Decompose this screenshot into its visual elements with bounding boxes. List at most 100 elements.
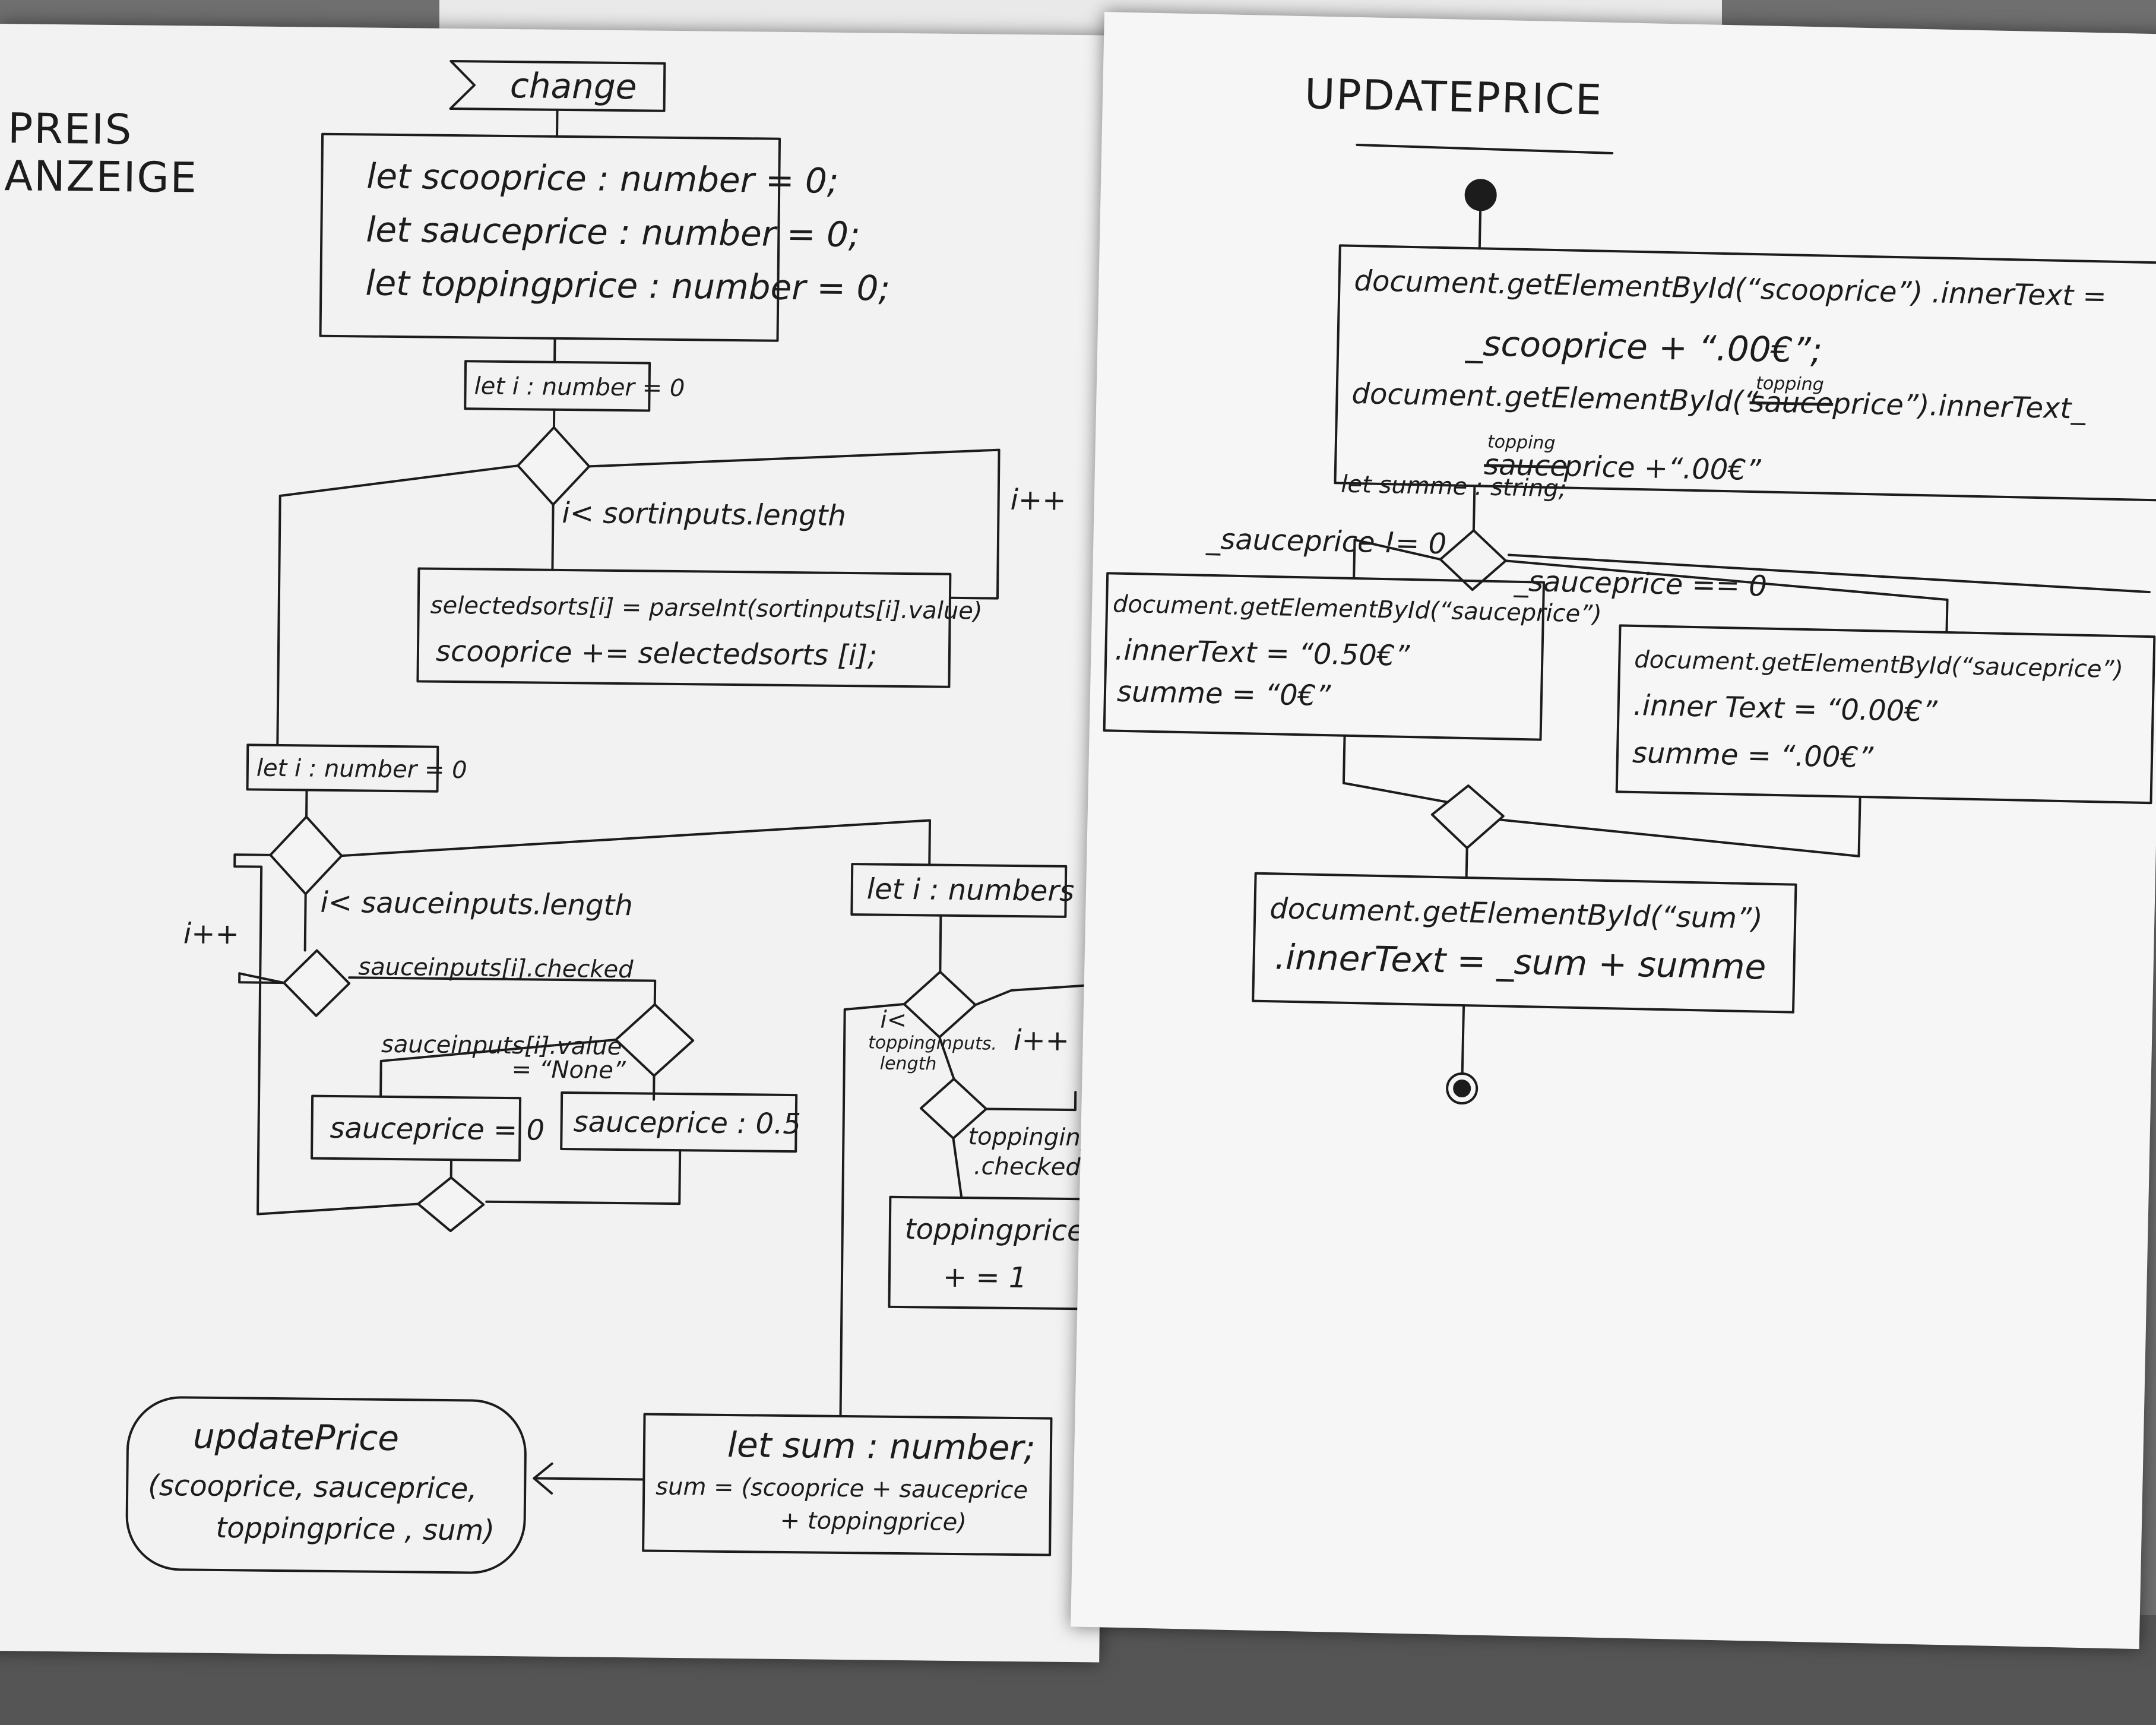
sauce-zero-label: sauceprice = 0: [330, 1112, 544, 1147]
final-line-1: document.getElementById(“sum”): [1269, 892, 1763, 935]
end-node-dot: [1453, 1080, 1471, 1098]
updateprice-flowchart: UPDATEPRICE document.getElementById(“sco…: [1103, 69, 2156, 1105]
loop2-init-label: let i : number = 0: [257, 755, 467, 784]
sum-line-1: let sum : number;: [727, 1425, 1036, 1468]
edge-left-merge: [1342, 734, 1455, 805]
loop2-value-eq: = “None”: [511, 1056, 626, 1084]
loop1-body-line-2: scooprice += selectedsorts [i];: [436, 635, 878, 673]
loop1-init-label: let i : number = 0: [474, 372, 685, 402]
box1-strike-2: sauce: [1484, 448, 1568, 483]
box1-line-4: price”).innerText_: [1832, 387, 2087, 426]
init-line-2: let sauceprice : number = 0;: [366, 209, 860, 255]
loop1-init-box: [464, 360, 651, 412]
loop2-decision: [269, 815, 343, 895]
loop1-body-line-1: selectedsorts[i] = parseInt(sortinputs[i…: [430, 592, 983, 625]
update-call-line-2: (scooprice, sauceprice,: [148, 1469, 477, 1506]
edge-loop3-check-false: [984, 1091, 1077, 1112]
loop3-check-2: .checked: [974, 1153, 1081, 1181]
init-line-3: let toppingprice : number = 0;: [365, 262, 890, 308]
update-box-left: [1103, 572, 1546, 741]
loop1-body-box: [416, 567, 952, 688]
box1-line-5: price +“.00€”: [1563, 450, 1762, 487]
sheet-preis-anzeige: PREIS ANZEIGE change let scooprice : num…: [0, 24, 1116, 1663]
sum-line-3: + toppingprice): [780, 1507, 967, 1536]
start-node: [1464, 179, 1497, 211]
box1-var: let summe : string;: [1341, 471, 1567, 503]
update-box-final: [1252, 872, 1797, 1014]
loop2-condition: i< sauceinputs.length: [320, 886, 633, 923]
box1-line-2: _scooprice + “.00€”;: [1465, 323, 1823, 371]
topping-body-line-2: + = 1: [943, 1261, 1027, 1294]
loop3-cond-1: i<: [880, 1006, 907, 1034]
sauce-decision: [1439, 529, 1507, 591]
loop2-init-box: [246, 743, 439, 793]
edge-loop2-exit: [340, 819, 932, 866]
edge-loop1-true: [551, 503, 555, 571]
loop3-init-label: let i : numbers = 0: [867, 872, 1116, 909]
box1-super: topping: [1756, 373, 1824, 395]
loop1-increment: i++: [1010, 483, 1066, 517]
sauce-half-label: sauceprice : 0.5: [573, 1105, 801, 1141]
edge-loop1-back: [588, 448, 1001, 600]
topping-body-line-1: toppingprice: [905, 1213, 1085, 1248]
loop3-decision: [903, 970, 977, 1039]
update-call-box: [125, 1396, 527, 1574]
edge-box1-decision: [1472, 485, 1476, 532]
sum-line-2: sum = (scooprice + sauceprice: [656, 1473, 1028, 1505]
loop2-merge: [417, 1176, 485, 1233]
box1-line-1: document.getElementById(“scooprice”) .in…: [1354, 264, 2107, 314]
box-left-line-3: summe = “0€”: [1116, 675, 1331, 713]
loop1-condition: i< sortinputs.length: [562, 496, 846, 533]
edge-decision-right: [1504, 559, 1949, 634]
loop2-value-decision: [615, 1003, 695, 1077]
box1-line-3: document.getElementById(“: [1351, 377, 1759, 419]
edge-loop2-check-false: [238, 972, 286, 985]
box1-super-2: topping: [1487, 432, 1556, 454]
edge-loop3-check-true: [952, 1137, 963, 1199]
start-signal-label: change: [510, 65, 637, 107]
update-box-right: [1615, 624, 2156, 805]
loop3-cond-2: toppinginputs.: [868, 1032, 997, 1054]
cond-left-label: _sauceprice != 0: [1205, 523, 1447, 561]
merge-decision: [1430, 784, 1505, 850]
update-call-line-1: updatePrice: [193, 1416, 400, 1459]
loop1-decision: [517, 426, 591, 506]
edge-loop2-check-true: [348, 976, 657, 1006]
box-right-line-3: summe = “.00€”: [1632, 736, 1874, 775]
sauce-zero-box: [311, 1094, 522, 1162]
edge-loop3-exit: [839, 1003, 906, 1417]
init-box: [319, 132, 781, 342]
sauce-half-box: [560, 1091, 798, 1153]
box-right-line-1: document.getElementById(“sauceprice”): [1634, 646, 2123, 683]
edge-sauce-half-merge: [485, 1149, 682, 1205]
box-right-line-2: .inner Text = “0.00€”: [1633, 689, 1938, 729]
side-title-line2: ANZEIGE: [4, 151, 198, 202]
update-call-line-3: toppingprice , sum): [216, 1511, 495, 1547]
update-box-1: [1334, 244, 2156, 502]
preis-anzeige-flowchart: PREIS ANZEIGE change let scooprice : num…: [4, 59, 1116, 1574]
edge-decision-left: [1353, 539, 1442, 580]
edge-loop2-back-check: [238, 972, 286, 985]
edge-loop2-back: [233, 853, 420, 1216]
box1-strike: sauce: [1749, 385, 1834, 420]
cond-right-label: _sauceprice == 0: [1513, 565, 1767, 603]
edge-loop1-exit: [276, 464, 520, 746]
loop2-check-decision: [283, 949, 351, 1017]
final-line-2: .innerText = _sum + summe: [1274, 936, 1766, 987]
sum-box: [642, 1413, 1053, 1556]
updateprice-title: UPDATEPRICE: [1304, 69, 1603, 124]
loop3-increment: i++: [1014, 1024, 1069, 1058]
edge-loop2-true: [303, 892, 307, 952]
sheet-updateprice: UPDATEPRICE document.getElementById(“sco…: [1071, 12, 2156, 1650]
divider-line: [1507, 553, 2151, 594]
edge-right-merge: [1490, 795, 1861, 857]
loop2-value-cond: sauceinputs[i].value: [381, 1031, 622, 1061]
edge-sum-call: [533, 1477, 645, 1481]
loop3-init-box: [850, 863, 1068, 918]
init-line-1: let scooprice : number = 0;: [366, 156, 839, 201]
edge-final-end: [1461, 1004, 1465, 1075]
loop2-increment: i++: [183, 917, 239, 951]
edge-sum-call-head: [533, 1462, 553, 1495]
box-left-line-2: .innerText = “0.50€”: [1115, 634, 1411, 673]
end-node-ring: [1446, 1072, 1479, 1105]
